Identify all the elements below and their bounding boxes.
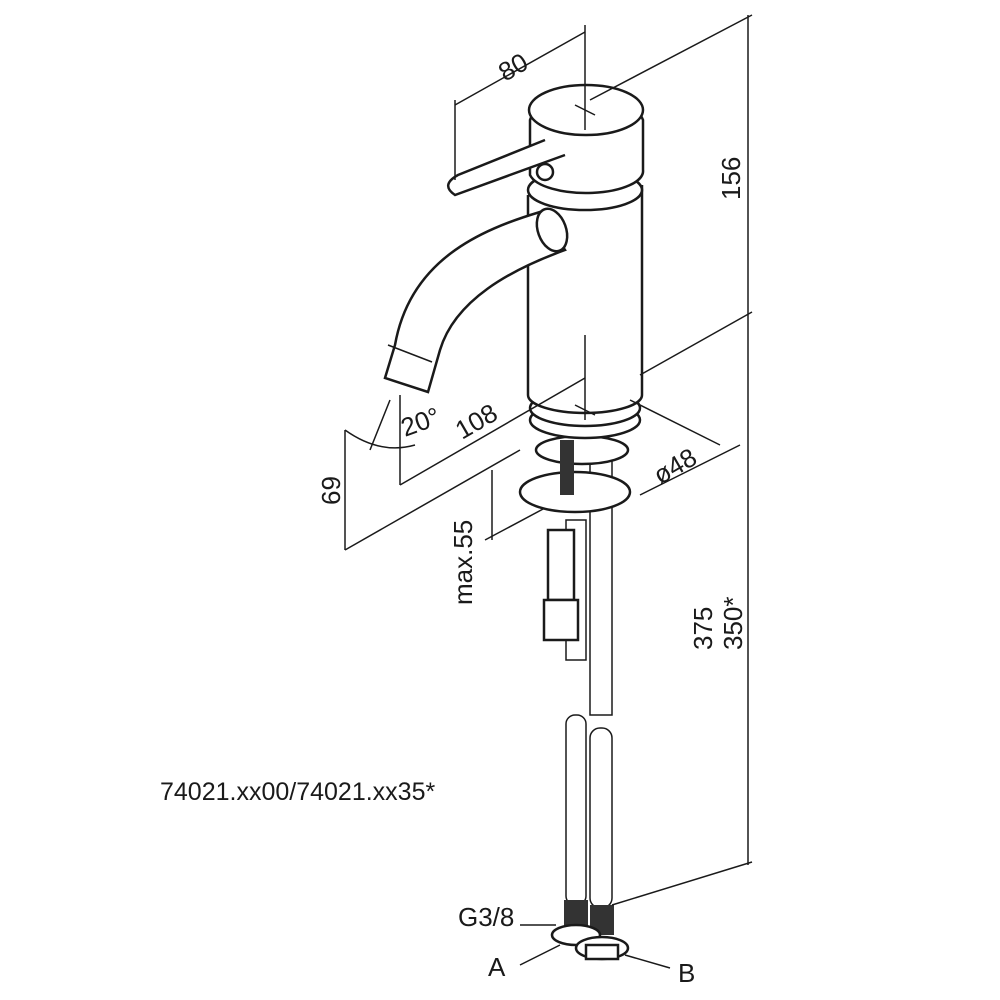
thread-label: G3/8 (458, 902, 514, 932)
dim-spout-reach: 108 (450, 398, 503, 446)
faucet-handle (447, 83, 645, 197)
center-marks (574, 25, 596, 420)
dimension-lines (344, 14, 753, 969)
faucet-spout (383, 207, 569, 394)
model-number: 74021.xx00/74021.xx35* (160, 778, 435, 806)
inlet-a-label: A (488, 952, 506, 982)
dim-spout-height: 69 (316, 476, 346, 505)
dim-base-diameter: ø48 (648, 442, 702, 490)
supply-hoses (542, 449, 613, 909)
dim-hose-length-alt: 350* (718, 597, 748, 651)
dim-hose-length: 375 (688, 607, 718, 650)
dim-height-top: 156 (716, 157, 746, 200)
inlet-b-label: B (678, 958, 695, 988)
hose-fittings (550, 900, 630, 961)
dim-max-thickness: max.55 (448, 520, 478, 605)
dim-spout-angle: 20° (397, 401, 444, 443)
